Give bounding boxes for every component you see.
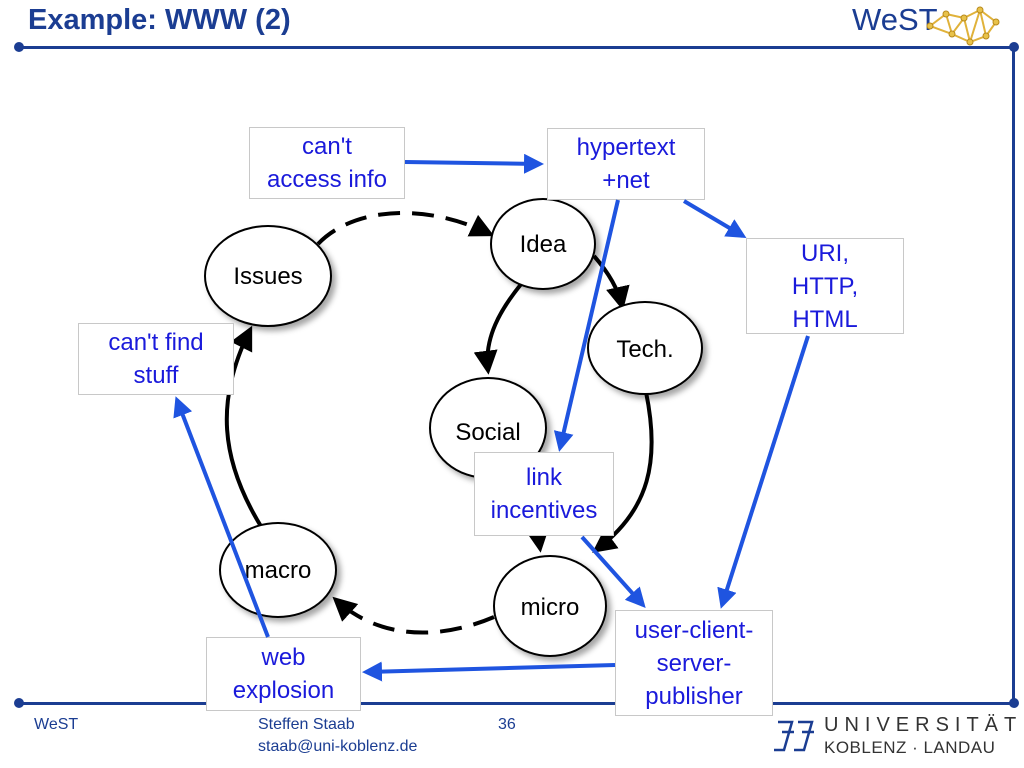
node-social-label: Social [455, 419, 520, 446]
arrow-idea-to-tech [592, 254, 630, 311]
box-user-client-line-2: server- [656, 649, 732, 677]
arrow-macro-to-issues [224, 325, 264, 530]
box-link-incentives: link incentives [474, 452, 614, 536]
arrow-issues-to-idea [316, 210, 495, 246]
node-idea [490, 198, 596, 290]
west-network-logo-icon [926, 6, 1000, 46]
node-idea-label: Idea [520, 231, 567, 258]
box-hypertext-net: hypertext +net [547, 128, 705, 200]
arrow-micro-to-macro [332, 596, 495, 635]
box-user-client-server-publisher: user-client- server- publisher [615, 610, 773, 716]
footer-rule-left-dot [14, 698, 24, 708]
box-cant-access-info-line-1: can't [302, 133, 352, 160]
blue-arrow-uri-to-user-client [717, 335, 810, 609]
footer-rule-right-dot [1009, 698, 1019, 708]
blue-arrow-access-to-hypertext [404, 153, 544, 174]
footer-email: staab@uni-koblenz.de [258, 738, 418, 755]
west-logo: WeST [852, 2, 938, 37]
header-rule [18, 46, 1018, 49]
node-micro [493, 555, 607, 657]
box-link-incentives-line-2: incentives [490, 497, 598, 524]
box-hypertext-net-line-1: hypertext [576, 134, 676, 161]
slide-title: Example: WWW (2) [28, 4, 291, 36]
footer-west: WeST [34, 716, 79, 733]
box-user-client-line-1: user-client- [634, 616, 754, 644]
box-cant-find-stuff-line-2: stuff [133, 362, 179, 389]
box-cant-find-stuff-line-1: can't find [108, 329, 204, 356]
box-web-explosion: web explosion [206, 637, 361, 711]
box-uri-line-1: URI, [801, 239, 849, 267]
node-issues-label: Issues [233, 263, 302, 290]
box-user-client-line-3: publisher [645, 682, 743, 710]
university-name-line-2: KOBLENZ · LANDAU [824, 738, 996, 757]
blue-arrow-web-to-cant-find [173, 396, 270, 638]
box-cant-access-info: can't access info [249, 127, 405, 199]
box-uri-line-2: HTTP, [791, 272, 859, 300]
node-issues [204, 225, 332, 327]
box-cant-find-stuff: can't find stuff [78, 323, 234, 395]
box-cant-access-info-line-2: access info [266, 166, 388, 193]
footer-page-number: 36 [498, 716, 516, 733]
box-hypertext-net-line-2: +net [602, 167, 650, 194]
node-macro-label: macro [245, 557, 312, 584]
blue-arrow-hypertext-to-uri [682, 199, 747, 239]
arrow-idea-to-social [473, 281, 524, 375]
box-uri-line-3: HTML [792, 305, 858, 333]
box-web-explosion-line-1: web [261, 644, 306, 671]
footer-rule [18, 702, 1014, 705]
university-logo-icon [774, 720, 814, 752]
node-tech [587, 301, 703, 395]
blue-arrow-link-to-user-client [580, 535, 646, 608]
node-macro [219, 522, 337, 618]
node-micro-label: micro [521, 594, 580, 621]
blue-arrow-user-client-to-web [362, 661, 616, 682]
university-name-line-1: UNIVERSITÄT [824, 714, 1023, 736]
blue-arrow-hypertext-to-link [553, 199, 620, 452]
box-web-explosion-line-2: explosion [232, 677, 335, 704]
right-border [1012, 46, 1015, 704]
node-tech-label: Tech. [616, 336, 673, 363]
header-rule-left-dot [14, 42, 24, 52]
box-link-incentives-line-1: link [525, 464, 562, 491]
footer-author: Steffen Staab [258, 716, 355, 733]
box-uri-http-html: URI, HTTP, HTML [746, 238, 904, 334]
